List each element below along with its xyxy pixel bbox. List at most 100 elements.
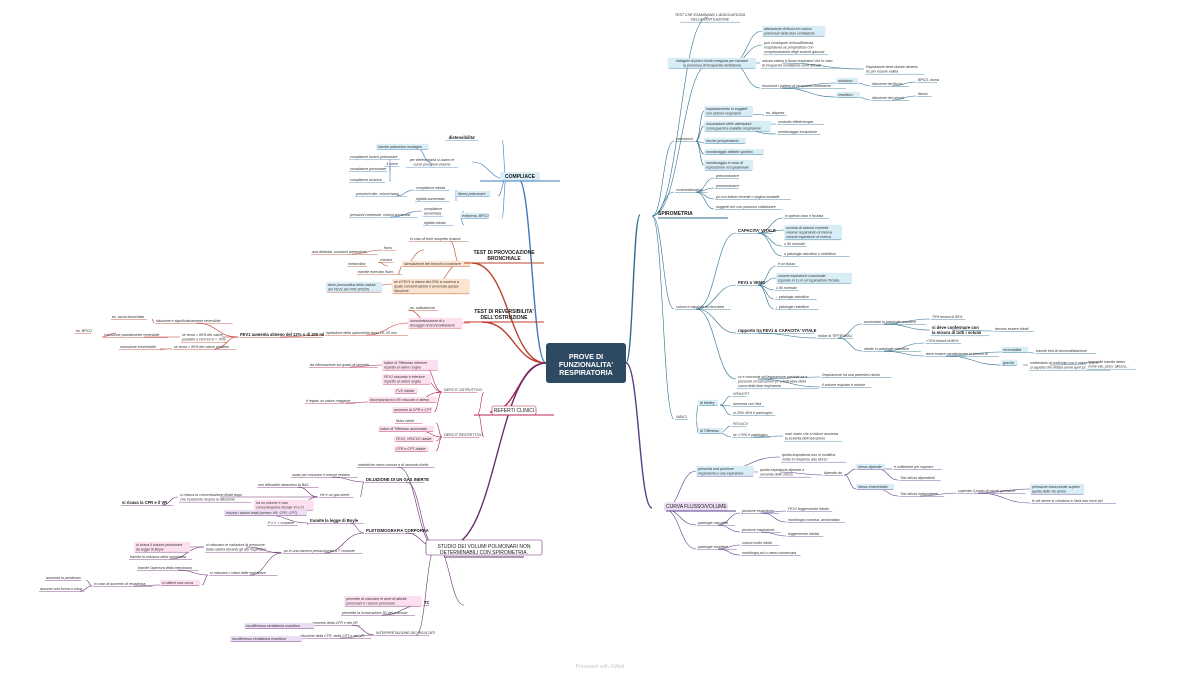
node-cu1c2[interactable]: Tosi sforzo dipendenti: [899, 476, 941, 481]
node-sp_i4[interactable]: riconosce i pattern di incapacità ventil…: [761, 84, 846, 89]
node-vo1[interactable]: DILUIZIONE DI UN GAS INERTE: [365, 477, 429, 483]
node-cu1c[interactable]: sforzo dipende: [856, 463, 886, 470]
node-vo4b[interactable]: insufficienza ventilatoria ostruttiva: [244, 622, 315, 629]
node-sp_i2[interactable]: può consegure un'insufficienzarespirator…: [763, 41, 828, 55]
node-tf3b[interactable]: deve essere caratterizzato in termini di: [925, 352, 999, 357]
node-sp_co3[interactable]: pz con infarto recente o angina instabil…: [715, 195, 791, 200]
node-vo3b[interactable]: permette la ricostruzione 3D del polmone: [341, 611, 415, 616]
node-tif2[interactable]: se <70% è patologico: [732, 433, 770, 438]
node-vo2m[interactable]: assume una forma a clava: [39, 587, 85, 592]
node-sp_co2[interactable]: pneumotorace: [715, 184, 739, 189]
node-cu3b[interactable]: morfologia più o meno conservata: [741, 551, 801, 556]
branch-compliance[interactable]: COMPLIACE: [480, 172, 560, 182]
node-vo1a[interactable]: usato per misurare il volume residuo: [291, 473, 358, 478]
node-sp_contr[interactable]: controindicazioni: [675, 188, 708, 193]
node-vo2k[interactable]: in caso di aumento di resistenza: [93, 582, 153, 587]
node-cu2b[interactable]: porzione inspiratoria: [741, 528, 781, 533]
node-co_def[interactable]: distensibilita': [445, 135, 479, 141]
node-vo2b[interactable]: tramite la legge di Boyle: [309, 518, 364, 524]
node-cu1d1[interactable]: Tosi sforzo indipendenti: [899, 492, 945, 497]
node-sp_indic[interactable]: indicazioni: [675, 137, 697, 142]
node-fev3[interactable]: ≥ 80 normale: [775, 286, 799, 291]
node-pr4[interactable]: metacolina: [347, 262, 367, 267]
node-co5y[interactable]: pressioni contenute, volumi aumentati: [349, 213, 418, 218]
branch-volumi[interactable]: STUDIO DEI VOLUMI POLMONARI NONDETERMINA…: [425, 539, 543, 558]
node-co4[interactable]: rigidità aumentata: [415, 197, 450, 202]
node-sp_i1[interactable]: alterazione di flussi e/o volumipolmonar…: [762, 25, 826, 37]
node-sp_ostr_a[interactable]: riduzione del flusso: [871, 82, 909, 87]
node-vo4d[interactable]: insufficienza ventilatoria restrittiva: [230, 635, 303, 642]
node-tf2a[interactable]: 70% lesioni di 80%: [931, 315, 966, 320]
node-tf1[interactable]: indice di TIFFENEAU: [817, 334, 854, 339]
node-vo1d[interactable]: si misura la concentrazione finale dopoc…: [179, 493, 252, 503]
node-vo4a[interactable]: aumento della CFR e del VR: [311, 621, 360, 626]
node-vo2[interactable]: PLETISMOGRAFIA CORPOREA: [365, 528, 429, 534]
node-pr6a[interactable]: aria deidrata, soluzioni ipertoniche: [311, 250, 378, 255]
node-cv_n2[interactable]: il volume espirato è minore: [821, 383, 872, 388]
node-rv3[interactable]: ripetizione della spirometria dopo 15- 2…: [325, 331, 408, 336]
node-sp_restr[interactable]: restrittivo: [836, 91, 860, 98]
branch-reversibilita[interactable]: TEST DI REVERSIBILITA'DELL'OSTRUZIONE: [464, 309, 544, 323]
node-indici[interactable]: INDICI: [675, 415, 688, 420]
node-cu2b1[interactable]: leggermente ridotta: [787, 532, 824, 537]
node-sp_ostr[interactable]: ostruttivo: [836, 77, 858, 84]
node-mot[interactable]: di Motley: [698, 399, 719, 406]
node-vo2c[interactable]: P x V = costante: [267, 521, 298, 526]
node-fev5[interactable]: ↓ patologie restrittive: [775, 305, 819, 310]
branch-spirometria[interactable]: SPIROMETRIA: [658, 211, 728, 219]
node-pr2[interactable]: fisico: [383, 246, 396, 251]
node-rf2c[interactable]: FEV1, VR/CVC ridotte: [394, 435, 434, 442]
node-rf1e[interactable]: aumento di CPR e CPT: [392, 406, 432, 413]
node-sp_ic2b[interactable]: monitoraggio evoluzione: [777, 130, 821, 135]
node-tf3c[interactable]: reversibilità: [1001, 346, 1029, 353]
node-vo2g[interactable]: tramite l'apertura della membrana: [137, 566, 199, 571]
node-rv4[interactable]: FEV1 aumenta almeno del 12% o di 200 ml: [239, 332, 324, 338]
node-cu1c1[interactable]: è sufficiente per espirare: [893, 465, 942, 470]
node-sp_restr_b[interactable]: fibrosi: [917, 92, 932, 97]
node-rf1x[interactable]: da informazione sul grado di severità: [309, 363, 378, 368]
node-sp_co1[interactable]: pneumotorace: [715, 174, 739, 179]
node-vo1c[interactable]: He è un gas inerte: [319, 493, 354, 498]
node-tf3c1[interactable]: tramite test di broncodilatazione: [1035, 349, 1097, 354]
node-rf1y[interactable]: è legato un valore maggiore: [305, 399, 356, 404]
node-mot3[interactable]: ≥l 25% 40% è patologico: [732, 411, 776, 416]
node-rv6[interactable]: riduzione è significativamente reversibi…: [155, 319, 233, 324]
node-sp_ostr_b[interactable]: BPCO, asma: [917, 78, 939, 83]
node-cu3[interactable]: patologie restrittive: [697, 545, 737, 550]
node-vo1e[interactable]: si ricava la CFR e il VR: [121, 500, 174, 506]
node-sp_ic3[interactable]: rischio preoperatorio: [704, 137, 746, 144]
node-vo4[interactable]: INTERPRETAZIONE DEI RISULTATI: [375, 631, 435, 636]
node-cv3[interactable]: ≥ 80 normale: [783, 242, 807, 247]
node-rv9[interactable]: es. BPCO: [75, 329, 92, 334]
node-cu1d[interactable]: sforzo invece/dalle: [856, 483, 895, 490]
node-tif1[interactable]: FEV1/CV: [732, 422, 749, 427]
node-sp_ic4[interactable]: monitoraggio atleti/lo sportivo: [704, 148, 764, 155]
node-vo2j[interactable]: si ottiene una curva: [160, 579, 200, 586]
node-vo3a[interactable]: permette di calcolare le aree di atticit…: [344, 595, 422, 607]
node-rv8[interactable]: ostruzione parzialmente reversibile: [103, 333, 168, 338]
node-cu2a[interactable]: porzione espiratoria: [741, 509, 779, 514]
node-sp_restr_a[interactable]: riduzione dei volumi: [871, 96, 909, 101]
node-co2b[interactable]: compliance polmonare: [349, 167, 387, 172]
node-rv2[interactable]: somministrazione di ≥dosaggio di broncod…: [408, 317, 463, 329]
node-tf3d1[interactable]: mettendolo al confronto con il valore ch…: [1029, 361, 1111, 371]
node-mot1[interactable]: VR%/CPT: [732, 392, 750, 397]
node-vo3[interactable]: TC: [423, 600, 430, 606]
node-vo2a[interactable]: misura i volumi totali (ovvero VR, CFR, …: [224, 509, 308, 516]
node-sp_ic1a[interactable]: es. dispnea: [765, 111, 787, 116]
node-co6[interactable]: rigidità ridotta: [423, 221, 454, 226]
